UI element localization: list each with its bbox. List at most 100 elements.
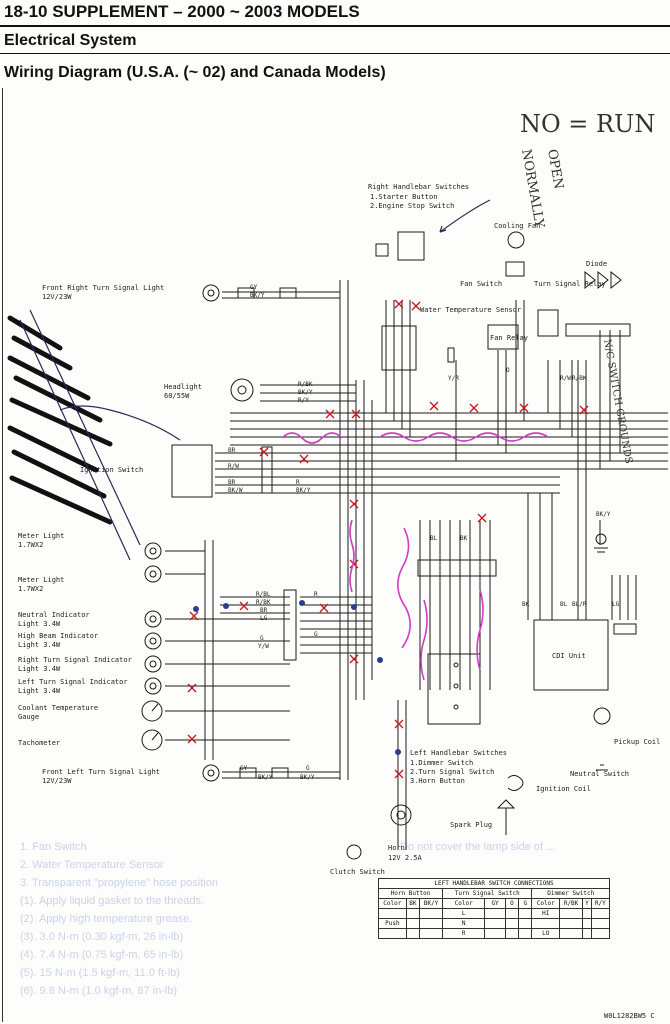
starter-button [375, 243, 389, 257]
wire-code: BL/R [572, 601, 587, 608]
label-neutral-indicator-spec: Light 3.4W [18, 620, 61, 628]
handwritten-normally: NORMALLY [518, 148, 547, 229]
wire-code: G [260, 635, 264, 642]
table-cell: R [442, 928, 486, 939]
vertical-trunks [339, 280, 637, 850]
faded-line: 3. Transparent "propylene" hose position [20, 877, 218, 889]
table-cell: N [442, 918, 486, 929]
wire-code: BK/Y [258, 774, 273, 781]
table-cell: R/BK [559, 898, 584, 909]
label-horn: Horn [388, 844, 405, 852]
table-group: Turn Signal Switch [442, 888, 533, 899]
left-handlebar-switch-block [427, 653, 481, 725]
left-turn-indicator-lamp [144, 677, 162, 695]
faded-line: (1). Apply liquid gasket to the threads. [20, 895, 204, 907]
front-left-turn-lamp [202, 764, 220, 782]
wire-code: Y/R [448, 375, 459, 382]
wire-code: BK/W [228, 487, 243, 494]
table-cell [559, 918, 584, 929]
label-diode: Diode [586, 260, 607, 268]
label-clutch-switch: Clutch Switch [330, 868, 385, 876]
handwritten-side-note: N/C SWITCH GROUNDS [601, 339, 634, 465]
water-temp-sensor-body [447, 347, 455, 363]
label-dimmer-switch: 1.Dimmer Switch [410, 759, 473, 767]
diagram-frame [2, 88, 669, 1022]
label-meter-light-1: Meter Light [18, 532, 64, 540]
wire-code: BK [522, 601, 530, 608]
table-cell: Color [378, 898, 407, 909]
wire-code: R/BK [256, 599, 271, 606]
left-handlebar-connections-table: LEFT HANDLEBAR SWITCH CONNECTIONS Horn B… [377, 878, 611, 939]
faded-line: (5). 15 N-m (1.5 kgf-m, 11.0 ft-lb) [20, 967, 180, 979]
wire-code: BK/Y [596, 511, 611, 518]
label-spark-plug: Spark Plug [450, 821, 492, 829]
label-meter-light-2-spec: 1.7WX2 [18, 585, 43, 593]
diagram-title: Wiring Diagram (U.S.A. (~ 02) and Canada… [4, 64, 386, 81]
faded-line: 1. Fan Switch [20, 841, 87, 853]
fan-switch-body [505, 261, 525, 277]
table-cell: BK/Y [419, 898, 444, 909]
connector [237, 287, 255, 299]
high-beam-lamp [144, 632, 162, 650]
table-cell [590, 928, 611, 939]
label-pickup-coil: Pickup Coil [614, 738, 660, 746]
label-headlight-spec: 60/55W [164, 392, 190, 400]
table-cell [590, 908, 611, 919]
pickup-coil-element [593, 707, 611, 725]
engine-stop-switch [397, 231, 425, 261]
table-cell [518, 928, 533, 939]
wire-code: GY [250, 284, 258, 291]
label-left-turn-ind-spec: Light 3.4W [18, 687, 61, 695]
blue-dots [193, 600, 401, 755]
main-harness [230, 412, 668, 494]
faded-line: Do not cover the lamp side of ... [400, 841, 555, 853]
table-cell [559, 908, 584, 919]
table-cell [504, 918, 520, 929]
table-cell [378, 908, 407, 919]
header-rule [0, 25, 670, 27]
cdi-unit-box [533, 619, 609, 691]
table-cell [484, 928, 506, 939]
section-rule [0, 53, 670, 54]
table-cell: GY [484, 898, 506, 909]
wire-code: R/BL [256, 591, 271, 598]
components [141, 231, 637, 860]
faded-line: (3). 3.0 N-m (0.30 kgf-m, 26 in-lb) [20, 931, 183, 943]
label-water-temp-sensor: Water Temperature Sensor [420, 306, 521, 314]
label-starter-button: 1.Starter Button [370, 193, 437, 201]
label-front-right-turn-spec: 12V/23W [42, 293, 72, 301]
label-meter-light-2: Meter Light [18, 576, 64, 584]
coolant-gauge [141, 700, 163, 722]
label-headlight: Headlight [164, 383, 202, 391]
table-cell [504, 928, 520, 939]
component-labels: Right Handlebar Switches 1.Starter Butto… [18, 183, 660, 1020]
label-right-turn-ind: Right Turn Signal Indicator [18, 656, 132, 664]
clutch-switch-body [346, 844, 362, 860]
label-turn-signal-relay: Turn Signal Relay [534, 280, 606, 288]
table-cell [559, 928, 584, 939]
label-high-beam-spec: Light 3.4W [18, 641, 61, 649]
red-marks [187, 299, 589, 779]
table-cell: R/Y [590, 898, 611, 909]
table-cell [590, 918, 611, 929]
connector [261, 446, 273, 494]
scribbles [7, 309, 181, 561]
neutral-indicator-lamp [144, 610, 162, 628]
label-cdi-unit: CDI Unit [552, 652, 586, 660]
wire-code: BR [260, 607, 268, 614]
wire-code: R/BK [572, 375, 587, 382]
table-cell [405, 918, 421, 929]
turn-signal-relay-box [537, 309, 559, 337]
table-cell [531, 918, 561, 929]
label-coolant-temp-2: Gauge [18, 713, 39, 721]
label-engine-stop: 2.Engine Stop Switch [370, 202, 454, 210]
meter-light-2 [144, 565, 162, 583]
wire-code: BK/Y [250, 292, 265, 299]
table-cell [582, 928, 592, 939]
table-cell [405, 908, 421, 919]
label-turn-signal-switch: 2.Turn Signal Switch [410, 768, 494, 776]
faded-line: (6). 9.8 N-m (1.0 kgf-m, 87 in-lb) [20, 985, 177, 997]
table-cell: Y [582, 898, 592, 909]
horn-body [390, 804, 412, 826]
meter-connector [283, 589, 297, 661]
